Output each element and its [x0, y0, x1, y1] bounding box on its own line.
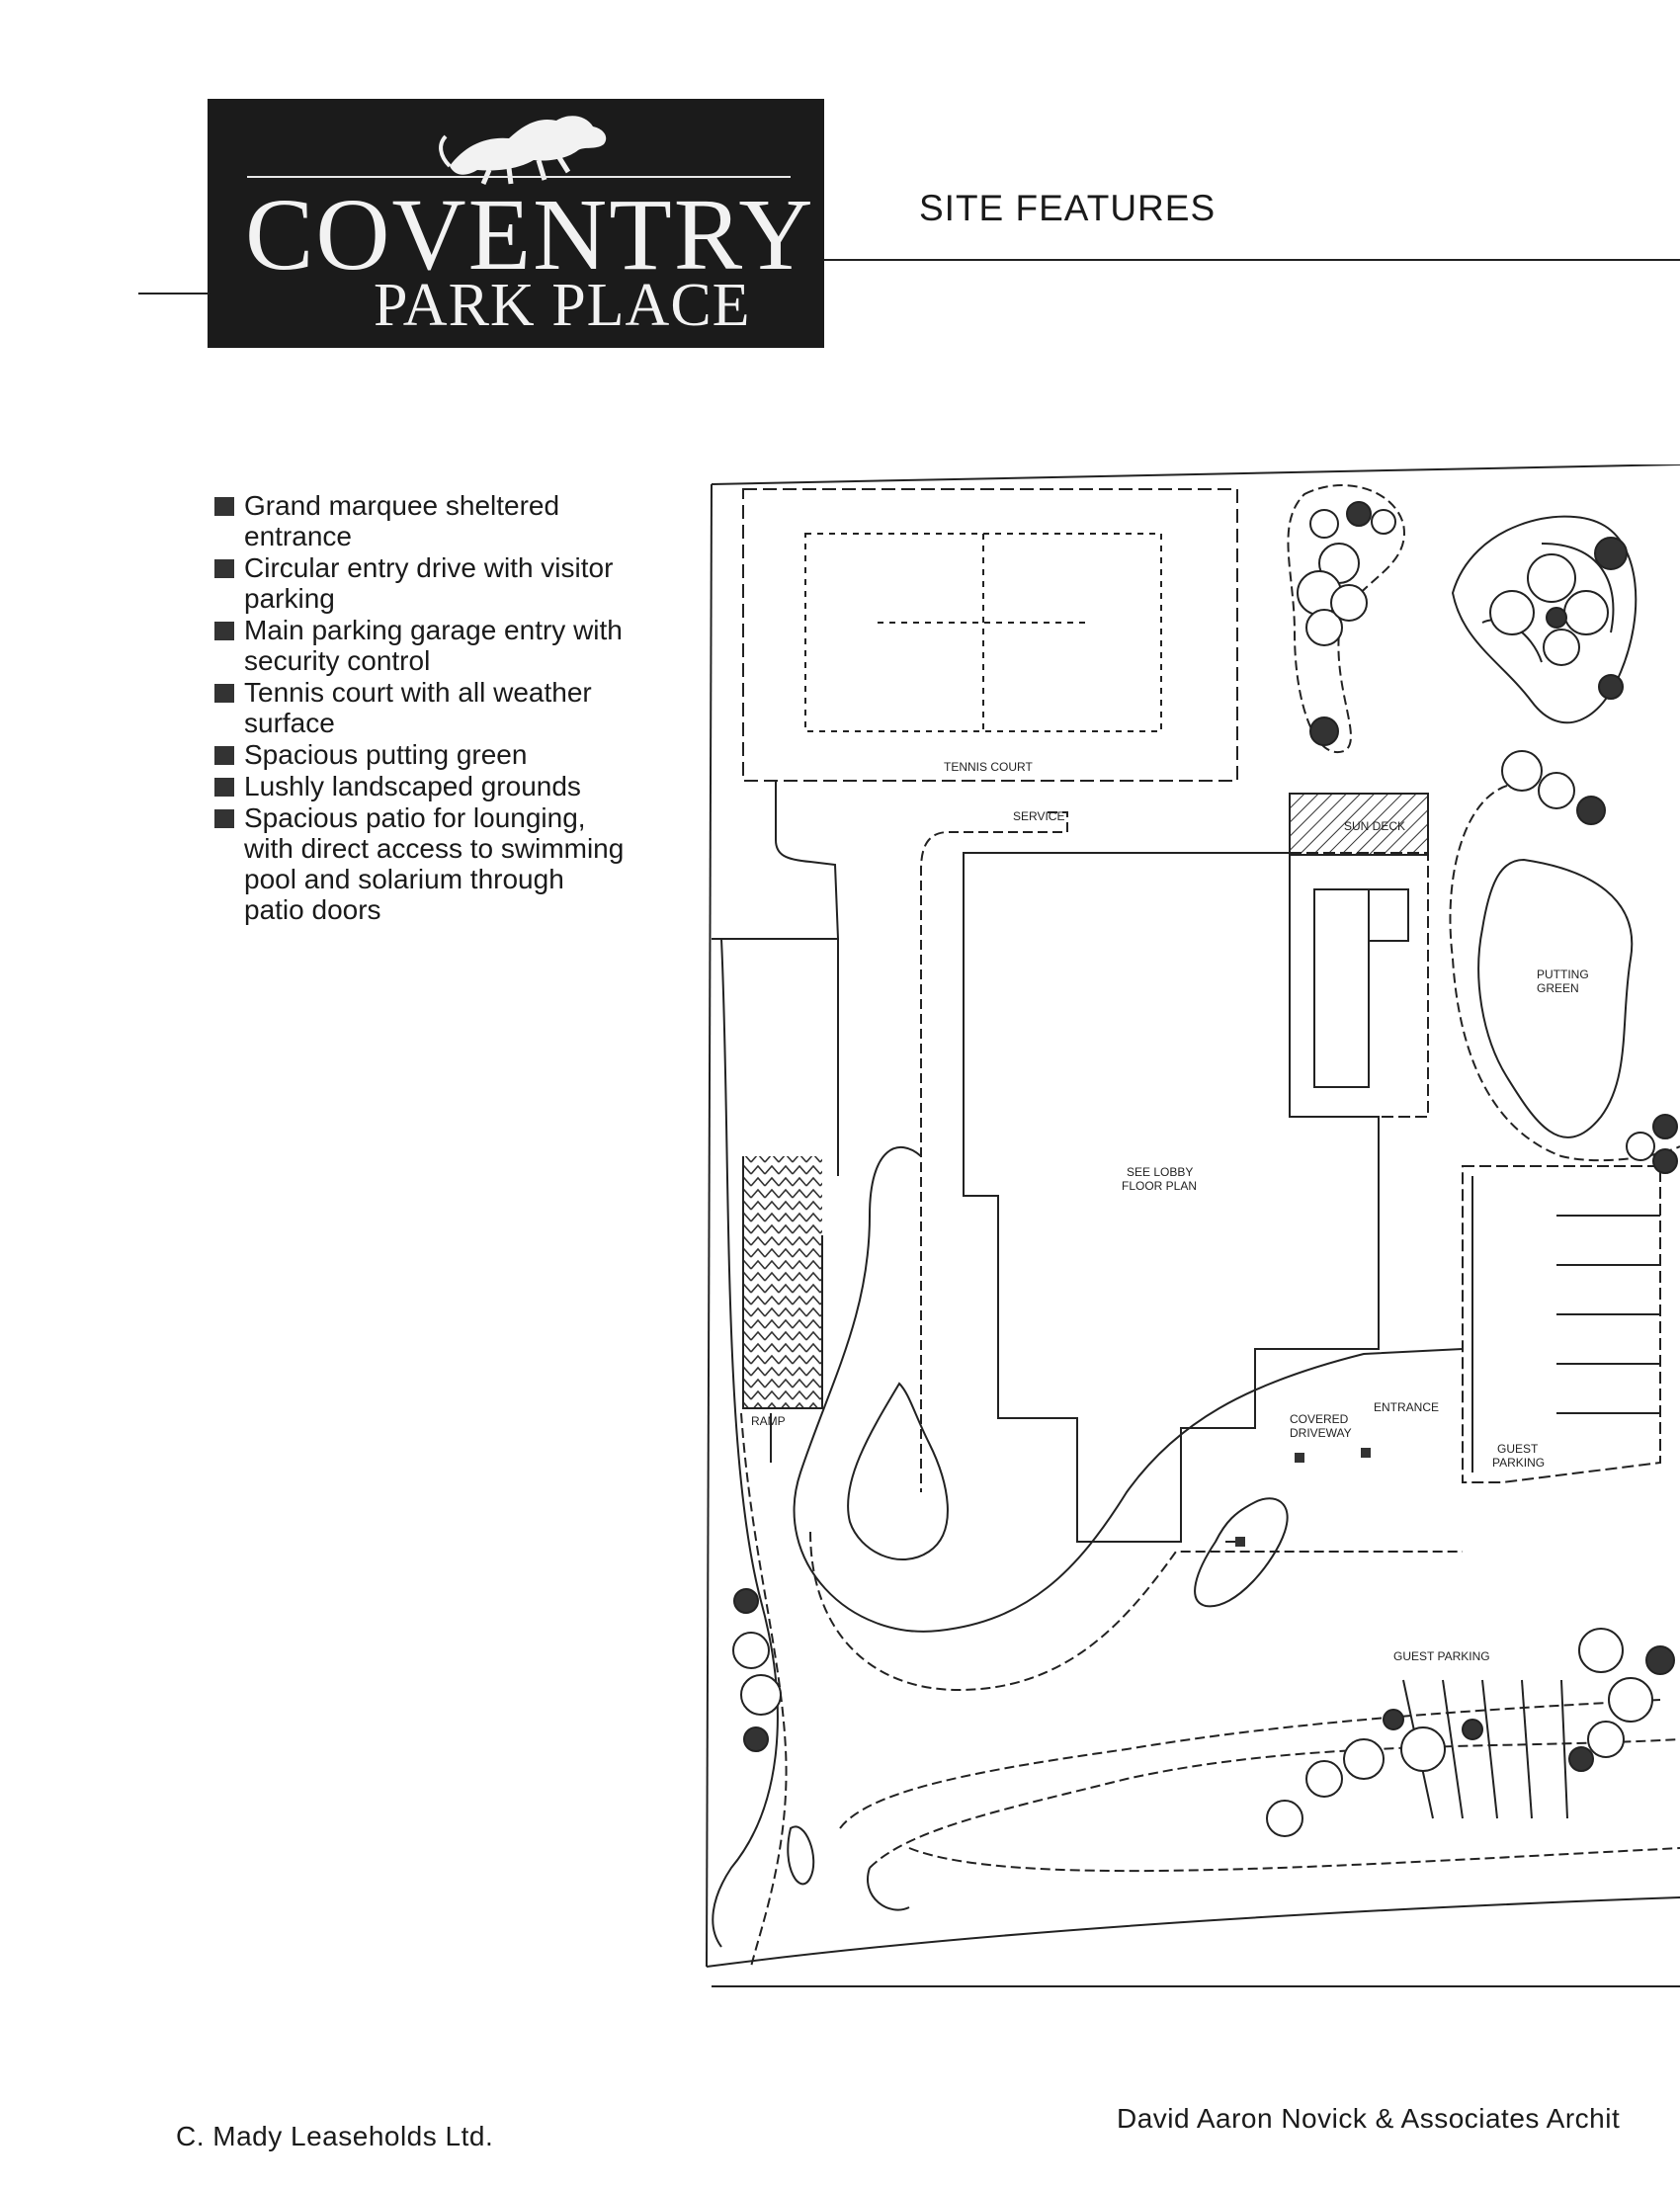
logo-coventry: COVENTRY: [245, 178, 815, 292]
label-green: GREEN: [1537, 981, 1579, 995]
label-floor-plan: FLOOR PLAN: [1122, 1179, 1197, 1193]
lion-emblem-icon: [439, 116, 607, 185]
site-plan-diagram: TENNIS COURT SERVICE SUN DECK PUTTING GR…: [706, 464, 1680, 1987]
label-service: SERVICE: [1013, 809, 1064, 823]
square-bullet-icon: [214, 559, 234, 578]
coventry-logo: COVENTRY PARK PLACE: [208, 99, 824, 348]
square-bullet-icon: [214, 809, 234, 828]
label-parking: PARKING: [1492, 1456, 1545, 1470]
header-rule-left: [138, 293, 210, 295]
header-rule-right: [824, 259, 1680, 261]
label-entrance: ENTRANCE: [1374, 1400, 1439, 1414]
square-bullet-icon: [214, 684, 234, 703]
label-ramp: RAMP: [751, 1414, 786, 1428]
label-covered: COVERED: [1290, 1412, 1349, 1426]
square-bullet-icon: [214, 778, 234, 797]
list-item: Lushly landscaped grounds: [212, 771, 628, 801]
list-item: Tennis court with all weather surface: [212, 677, 628, 738]
footer-right: David Aaron Novick & Associates Archit: [1117, 2103, 1621, 2134]
label-sun-deck: SUN DECK: [1344, 819, 1405, 833]
logo-park-place: PARK PLACE: [374, 272, 751, 339]
label-putting: PUTTING: [1537, 968, 1589, 981]
list-item: Spacious patio for lounging, with direct…: [212, 802, 628, 925]
list-item: Main parking garage entry with security …: [212, 615, 628, 676]
feature-list: Grand marquee sheltered entrance Circula…: [212, 490, 628, 926]
list-item: Spacious putting green: [212, 739, 628, 770]
footer-left: C. Mady Leaseholds Ltd.: [176, 2121, 494, 2151]
page-title: SITE FEATURES: [919, 188, 1217, 228]
label-guest-parking: GUEST PARKING: [1393, 1649, 1490, 1663]
label-driveway: DRIVEWAY: [1290, 1426, 1352, 1440]
label-guest: GUEST: [1497, 1442, 1539, 1456]
square-bullet-icon: [214, 746, 234, 765]
logo-rule: [247, 176, 791, 178]
square-bullet-icon: [214, 497, 234, 516]
list-item: Grand marquee sheltered entrance: [212, 490, 628, 551]
square-bullet-icon: [214, 622, 234, 640]
label-see-lobby: SEE LOBBY: [1127, 1165, 1193, 1179]
label-tennis-court: TENNIS COURT: [944, 760, 1033, 774]
list-item: Circular entry drive with visitor parkin…: [212, 552, 628, 614]
